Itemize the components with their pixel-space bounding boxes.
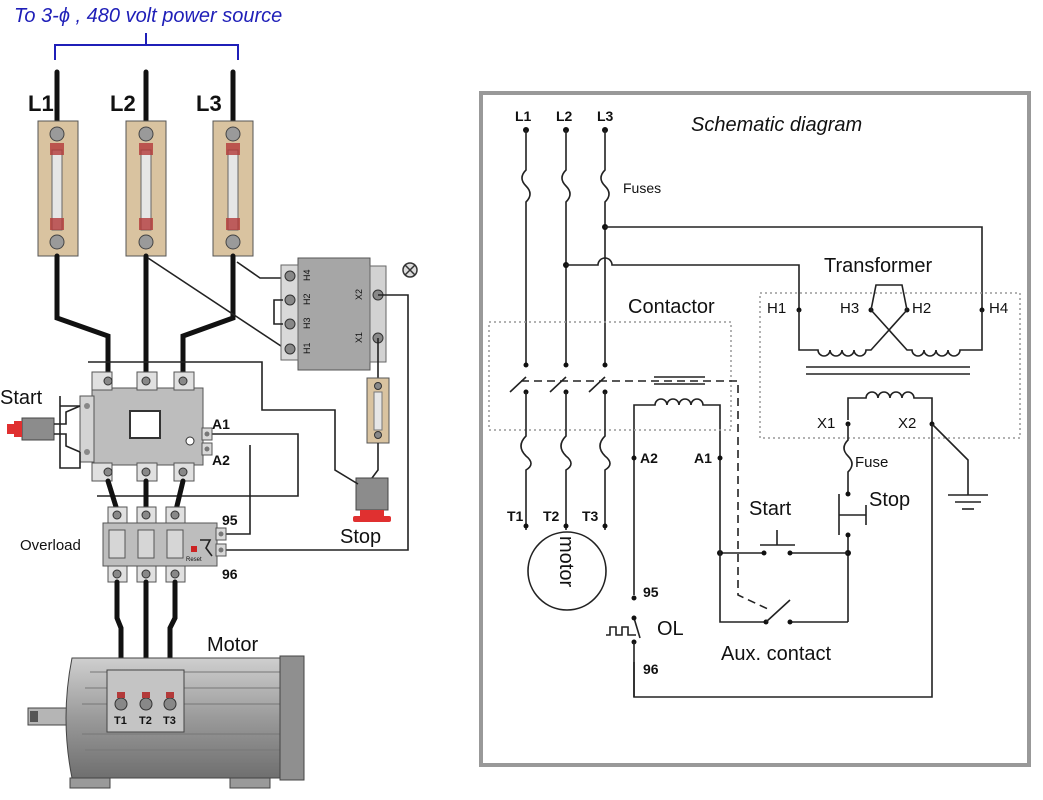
schematic-ol-label: OL (657, 618, 684, 640)
ol-contact-95: 95 (643, 584, 659, 600)
transformer-terminal-h3: H3 (302, 317, 312, 329)
fuse-holder-l1 (37, 120, 79, 257)
schematic-contactor-label: Contactor (628, 296, 715, 318)
coil-a1: A1 (694, 450, 712, 466)
stop-button (353, 477, 391, 522)
start-label: Start (0, 387, 43, 409)
schematic-frame (479, 91, 1031, 767)
schematic-line-l2: L2 (556, 108, 573, 124)
transformer-terminal-h1: H1 (302, 342, 312, 354)
motor-circle (527, 531, 607, 611)
transformer-terminal-x1: X1 (354, 332, 364, 343)
motor-terminal-t3: T3 (163, 715, 176, 727)
motor-terminal-t1: T1 (114, 715, 127, 727)
coil-terminal-a2: A2 (212, 452, 230, 468)
transformer-terminal-h2: H2 (302, 293, 312, 305)
transformer-h3: H3 (840, 300, 859, 317)
motor-terminal-t2: T2 (139, 715, 152, 727)
transformer-terminal-h4: H4 (302, 269, 312, 281)
overload-terminal-96: 96 (222, 566, 238, 582)
motor-label: Motor (207, 634, 258, 656)
stop-label: Stop (340, 526, 381, 548)
schematic-t3: T3 (582, 508, 599, 524)
schematic-panel: Schematic diagram L1 L2 L3 Fuses Transfo… (479, 91, 1031, 767)
transformer-box (759, 292, 1021, 439)
transformer-h4: H4 (989, 300, 1008, 317)
motor-drawing (27, 655, 305, 789)
reset-label: Reset (186, 557, 202, 563)
schematic-aux-label: Aux. contact (721, 643, 832, 665)
schematic-stop-label: Stop (869, 489, 910, 511)
power-source-brace (54, 33, 239, 60)
ground-screw-icon (402, 262, 418, 278)
coil-a2: A2 (640, 450, 658, 466)
transformer-h2: H2 (912, 300, 931, 317)
schematic-line-l1: L1 (515, 108, 532, 124)
line-label-l3: L3 (196, 91, 222, 116)
schematic-t2: T2 (543, 508, 560, 524)
schematic-line-l3: L3 (597, 108, 614, 124)
transformer-terminal-x2: X2 (354, 289, 364, 300)
line-label-l1: L1 (28, 91, 54, 116)
power-source-label: To 3-ϕ , 480 volt power source (14, 5, 282, 27)
fuses-label: Fuses (623, 180, 661, 196)
schematic-title: Schematic diagram (691, 114, 862, 136)
secondary-x1: X1 (817, 415, 835, 432)
control-fuse (366, 377, 390, 444)
contactor-box (488, 321, 732, 431)
start-button (7, 405, 81, 453)
coil-terminal-a1: A1 (212, 416, 230, 432)
schematic-transformer-label: Transformer (824, 255, 933, 277)
transformer-h1: H1 (767, 300, 786, 317)
fuse-holder-l2 (125, 120, 167, 257)
overload-label: Overload (20, 537, 81, 554)
overload-relay (102, 506, 227, 583)
ol-contact-96: 96 (643, 661, 659, 677)
schematic-t1: T1 (507, 508, 524, 524)
schematic-fuse-label: Fuse (855, 454, 888, 471)
secondary-x2: X2 (898, 415, 916, 432)
overload-terminal-95: 95 (222, 512, 238, 528)
pictorial-panel: To 3-ϕ , 480 volt power source L1 L2 L3 (0, 5, 418, 789)
schematic-motor-label: motor (555, 536, 577, 587)
schematic-start-label: Start (749, 498, 792, 520)
contactor (79, 371, 213, 482)
fuse-holder-l3 (212, 120, 254, 257)
line-label-l2: L2 (110, 91, 136, 116)
control-transformer: H4 H2 H3 H1 X2 X1 (273, 257, 387, 371)
